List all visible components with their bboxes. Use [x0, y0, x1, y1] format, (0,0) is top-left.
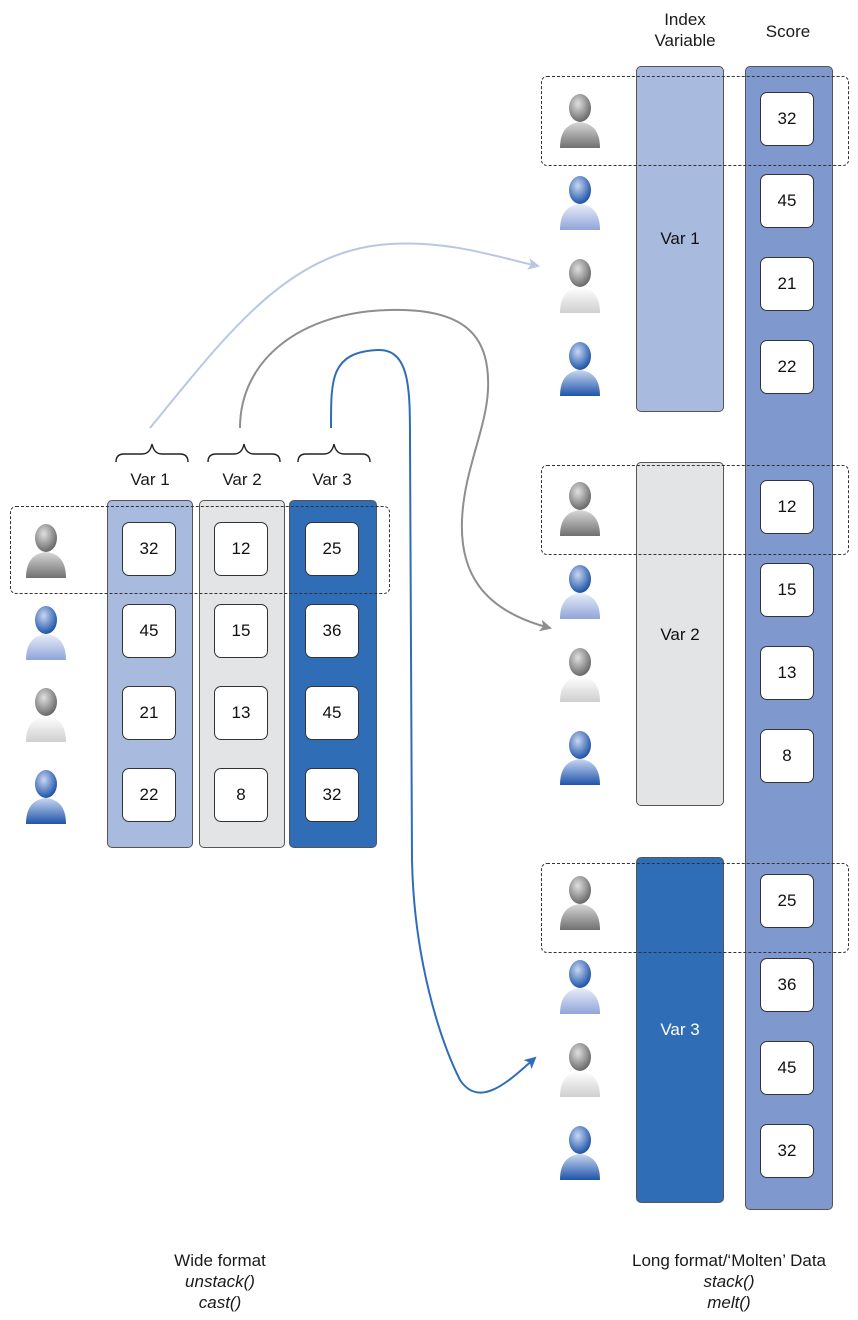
long-header-index-variable: Index Variable	[640, 9, 730, 51]
wide-format-title: Wide format	[174, 1251, 266, 1270]
wide-cell: 12	[214, 522, 268, 576]
wide-cell: 32	[122, 522, 176, 576]
score-cell: 36	[760, 958, 814, 1012]
arrow-var1	[149, 242, 540, 429]
wide-cell: 45	[305, 686, 359, 740]
index-block-var1	[636, 66, 724, 412]
var3-brace	[297, 443, 371, 463]
wide-header-var2: Var 2	[222, 470, 262, 489]
score-cell: 25	[760, 874, 814, 928]
column-braces	[115, 443, 371, 463]
melt-function-label: melt()	[707, 1293, 751, 1312]
arrow-var3	[329, 348, 537, 1094]
index-block-var3	[636, 857, 724, 1203]
score-cell: 15	[760, 563, 814, 617]
wide-cell: 36	[305, 604, 359, 658]
score-column	[745, 66, 833, 1210]
wide-cell: 22	[122, 768, 176, 822]
wide-cell: 32	[305, 768, 359, 822]
var2-brace	[207, 443, 281, 463]
wide-cell: 13	[214, 686, 268, 740]
score-cell: 13	[760, 646, 814, 700]
wide-header-var3: Var 3	[312, 470, 352, 489]
score-cell: 12	[760, 480, 814, 534]
long-row-highlight-var1	[541, 76, 849, 166]
index-label-var3: Var 3	[660, 1020, 700, 1039]
index-label-var1: Var 1	[660, 229, 700, 248]
score-cell: 22	[760, 340, 814, 394]
stack-function-label: stack()	[703, 1272, 755, 1291]
wide-cell: 8	[214, 768, 268, 822]
index-header-line2: Variable	[654, 31, 716, 50]
cast-function-label: cast()	[198, 1293, 242, 1312]
wide-cell: 25	[305, 522, 359, 576]
score-cell: 32	[760, 92, 814, 146]
index-block-var2	[636, 462, 724, 806]
score-cell: 45	[760, 174, 814, 228]
var1-brace	[115, 443, 189, 463]
long-format-caption: Long format/‘Molten’ Data stack() melt()	[600, 1250, 858, 1313]
unstack-function-label: unstack()	[185, 1272, 255, 1291]
arrow-var2	[239, 308, 552, 632]
wide-cell: 21	[122, 686, 176, 740]
wide-cell: 15	[214, 604, 268, 658]
long-row-highlight-var2	[541, 465, 849, 555]
wide-cell: 45	[122, 604, 176, 658]
index-label-var2: Var 2	[660, 625, 700, 644]
wide-header-var1: Var 1	[130, 470, 170, 489]
wide-format-caption: Wide format unstack() cast()	[110, 1250, 330, 1313]
score-cell: 45	[760, 1041, 814, 1095]
score-cell: 32	[760, 1124, 814, 1178]
index-header-line1: Index	[664, 10, 706, 29]
wide-row-highlight	[10, 506, 390, 594]
score-cell: 21	[760, 257, 814, 311]
score-cell: 8	[760, 729, 814, 783]
long-format-title: Long format/‘Molten’ Data	[631, 1251, 827, 1270]
long-header-score: Score	[765, 22, 811, 41]
long-row-highlight-var3	[541, 863, 849, 953]
